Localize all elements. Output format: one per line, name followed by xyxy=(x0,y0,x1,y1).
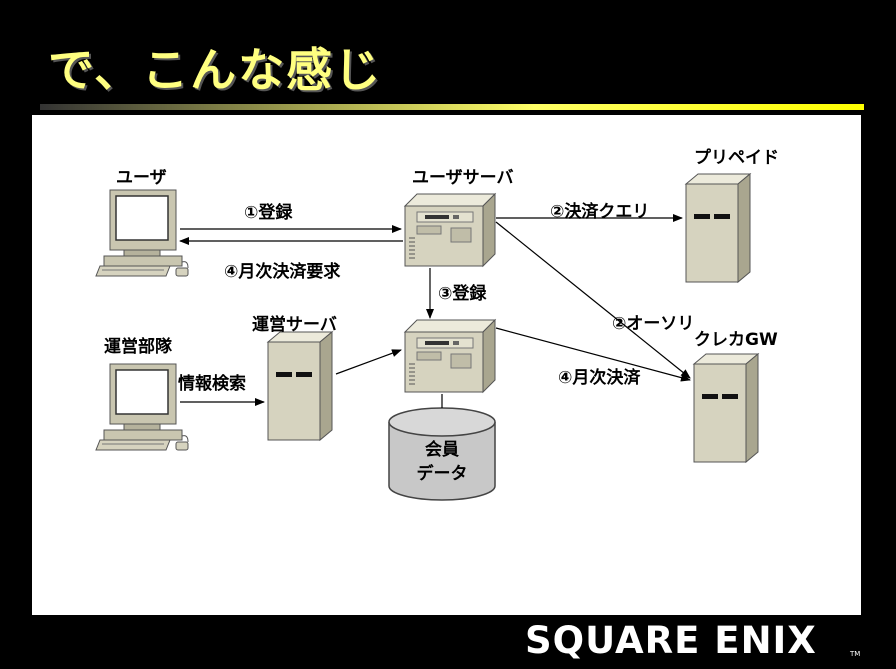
monthly-request-flow-label: ④月次決済要求 xyxy=(224,262,341,282)
monthly-settle-arrow xyxy=(495,327,691,382)
square-enix-logo: SQUARE ENIX xyxy=(525,619,817,662)
title-underline xyxy=(40,104,864,110)
db-server-icon xyxy=(404,319,496,393)
monthly-settle-flow-label: ④月次決済 xyxy=(558,368,641,388)
user-computer-icon xyxy=(95,189,189,277)
trademark-mark: TM xyxy=(850,650,861,658)
ops-server-icon xyxy=(267,331,333,441)
credit-gw-server-icon xyxy=(693,353,759,463)
prepaid-server-icon xyxy=(685,173,751,283)
prepaid-label: プリペイド xyxy=(694,148,779,168)
query-flow-label: ②決済クエリ xyxy=(550,202,650,222)
user-server-label: ユーザサーバ xyxy=(412,168,514,188)
user-server-icon xyxy=(404,193,496,267)
member-database-icon xyxy=(388,407,496,501)
ops-to-db-arrow xyxy=(335,349,402,375)
info-search-flow-label: 情報検索 xyxy=(178,374,246,394)
ops-server-label: 運営サーバ xyxy=(252,315,337,335)
register-flow-label: ①登録 xyxy=(244,203,293,223)
member-data-label-line2: データ xyxy=(416,464,468,484)
authorize-flow-label: ②オーソリ xyxy=(612,314,695,334)
slide-title: で、こんな感じ xyxy=(48,43,383,97)
member-data-label-line1: 会員 xyxy=(425,440,459,460)
user-label: ユーザ xyxy=(116,168,167,188)
authorize-arrow xyxy=(495,221,691,379)
ops-computer-icon xyxy=(95,363,189,451)
register3-flow-label: ③登録 xyxy=(438,284,487,304)
credit-gw-label: クレカGW xyxy=(694,330,778,350)
ops-dept-label: 運営部隊 xyxy=(104,337,172,357)
